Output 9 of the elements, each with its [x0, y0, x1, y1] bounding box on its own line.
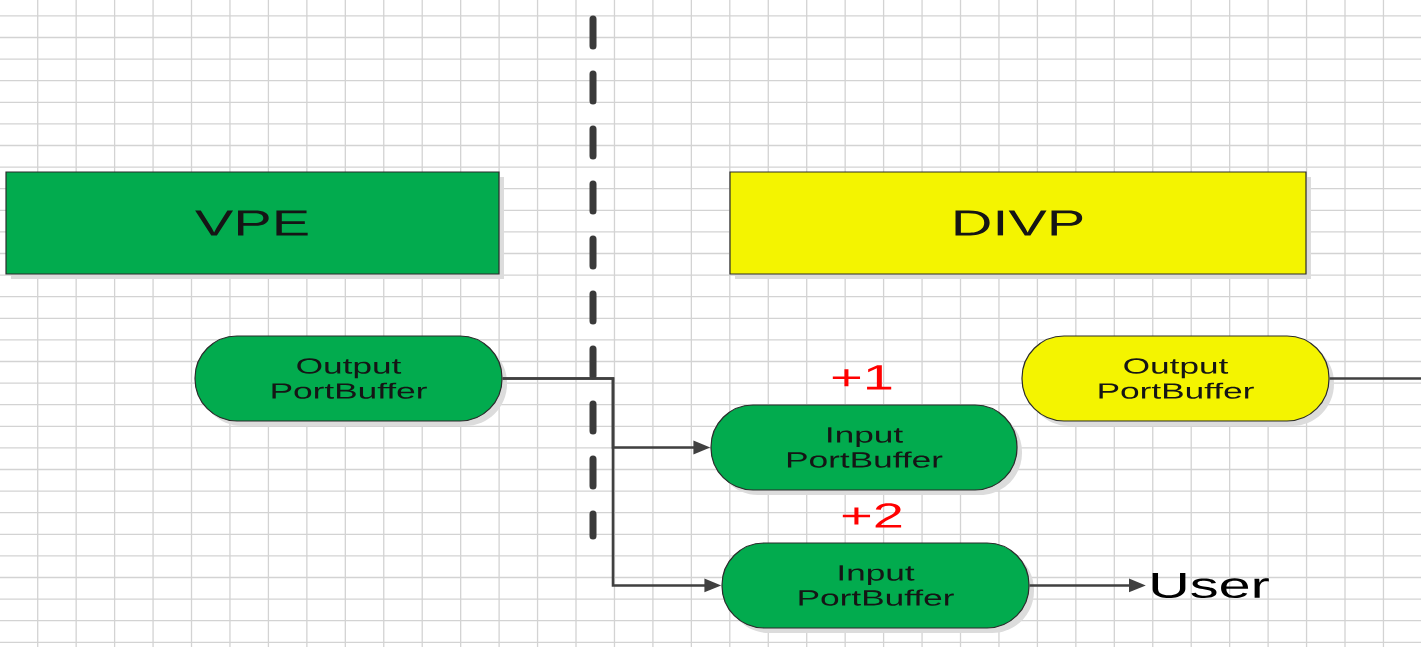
count-label: +2 — [842, 503, 902, 528]
count-label: +1 — [832, 365, 892, 390]
endpoint-label: User — [1152, 572, 1269, 599]
rounded-box: Output PortBuffer — [1021, 335, 1334, 426]
rounded-box: Input PortBuffer — [721, 542, 1034, 633]
module-box: VPE — [5, 171, 504, 279]
module-box: DIVP — [729, 171, 1311, 279]
rounded-box: Input PortBuffer — [710, 404, 1022, 495]
rounded-box: Output PortBuffer — [194, 335, 507, 426]
